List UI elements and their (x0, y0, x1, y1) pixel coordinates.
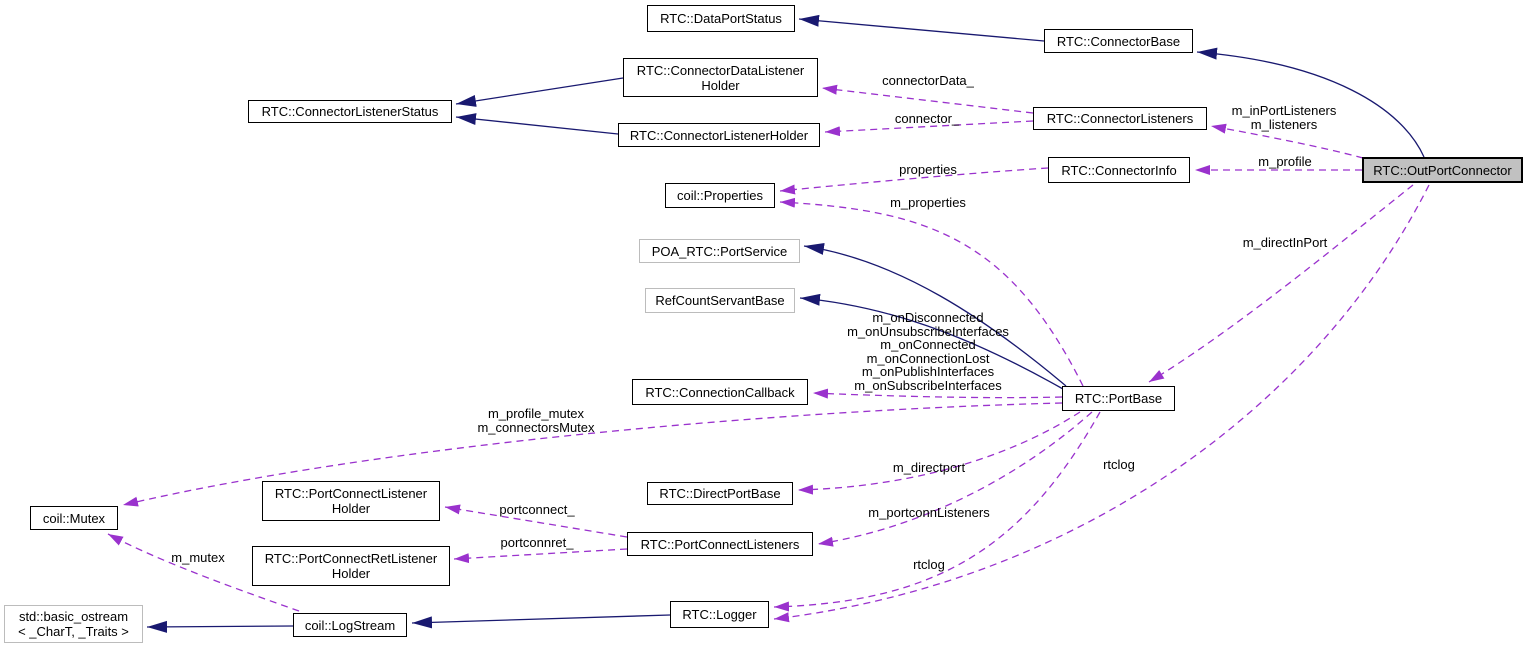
node-rtc-portconnectlistenerholder[interactable]: RTC::PortConnectListener Holder (262, 481, 440, 521)
edge-label-portconnret: portconnret_ (500, 535, 574, 550)
node-rtc-connectorlisteners[interactable]: RTC::ConnectorListeners (1033, 107, 1207, 130)
edge-inherit-logstream-basicostream (146, 620, 294, 633)
edge-label-connector: connector_ (894, 111, 960, 126)
node-rtc-outportconnector: RTC::OutPortConnector (1362, 157, 1523, 183)
edge-label-port-callbacks: m_onDisconnected m_onUnsubscribeInterfac… (847, 310, 1009, 393)
edge-label-m-mutex: m_mutex (171, 550, 225, 565)
node-rtc-logger[interactable]: RTC::Logger (670, 601, 769, 628)
edge-use-port-callbacks (812, 388, 1063, 399)
node-coil-mutex[interactable]: coil::Mutex (30, 506, 118, 530)
edge-use-m-directinport (1148, 184, 1414, 383)
node-rtc-portconnectretlistenerholder[interactable]: RTC::PortConnectRetListener Holder (252, 546, 450, 586)
edge-label-m-directport: m_directport (892, 460, 966, 475)
edge-label-portconnect: portconnect_ (499, 502, 575, 517)
edge-label-m-properties: m_properties (890, 195, 966, 210)
node-rtc-connectorinfo[interactable]: RTC::ConnectorInfo (1048, 157, 1190, 183)
node-refcountservantbase: RefCountServantBase (645, 288, 795, 313)
edge-inherit-datalistenerholder-listenerstatus (455, 77, 624, 107)
node-rtc-connectordatalistenerholder[interactable]: RTC::ConnectorDataListener Holder (623, 58, 818, 97)
edge-inherit-listenerholder-listenerstatus (455, 113, 619, 135)
edge-label-m-directinport: m_directInPort (1242, 235, 1328, 250)
edge-use-m-portconnlisteners (817, 411, 1093, 547)
edge-label-connectordata: connectorData_ (882, 73, 974, 88)
edge-label-rtclog-bottom: rtclog (913, 557, 945, 572)
node-poa-rtc-portservice: POA_RTC::PortService (639, 239, 800, 263)
edge-label-rtclog-right: rtclog (1103, 457, 1135, 472)
edge-inherit-logger-logstream (411, 614, 671, 629)
edge-label-inportlisteners: m_inPortListeners m_listeners (1231, 103, 1337, 132)
edge-use-m-directport (797, 411, 1081, 495)
node-rtc-portbase[interactable]: RTC::PortBase (1062, 386, 1175, 411)
edge-label-m-profile: m_profile (1258, 154, 1312, 169)
node-rtc-connectorlistenerstatus[interactable]: RTC::ConnectorListenerStatus (248, 100, 452, 123)
edge-use-portconnret (453, 548, 628, 564)
edge-label-properties: properties (899, 162, 957, 177)
node-rtc-connectorlistenerholder[interactable]: RTC::ConnectorListenerHolder (618, 123, 820, 147)
node-coil-logstream[interactable]: coil::LogStream (293, 613, 407, 637)
node-std-basicostream: std::basic_ostream < _CharT, _Traits > (4, 605, 143, 643)
node-rtc-connectioncallback[interactable]: RTC::ConnectionCallback (632, 379, 808, 405)
edge-use-connectordata (821, 84, 1034, 114)
edge-inherit-connectorbase-dataportstatus (798, 14, 1045, 42)
edge-label-m-portconnlisteners: m_portconnListeners (868, 505, 990, 520)
node-coil-properties[interactable]: coil::Properties (665, 183, 775, 208)
edge-label-mutex-members: m_profile_mutex m_connectorsMutex (477, 406, 595, 435)
node-rtc-dataportstatus[interactable]: RTC::DataPortStatus (647, 5, 795, 32)
node-rtc-portconnectlisteners[interactable]: RTC::PortConnectListeners (627, 532, 813, 556)
node-rtc-directportbase[interactable]: RTC::DirectPortBase (647, 482, 793, 505)
node-rtc-connectorbase[interactable]: RTC::ConnectorBase (1044, 29, 1193, 53)
